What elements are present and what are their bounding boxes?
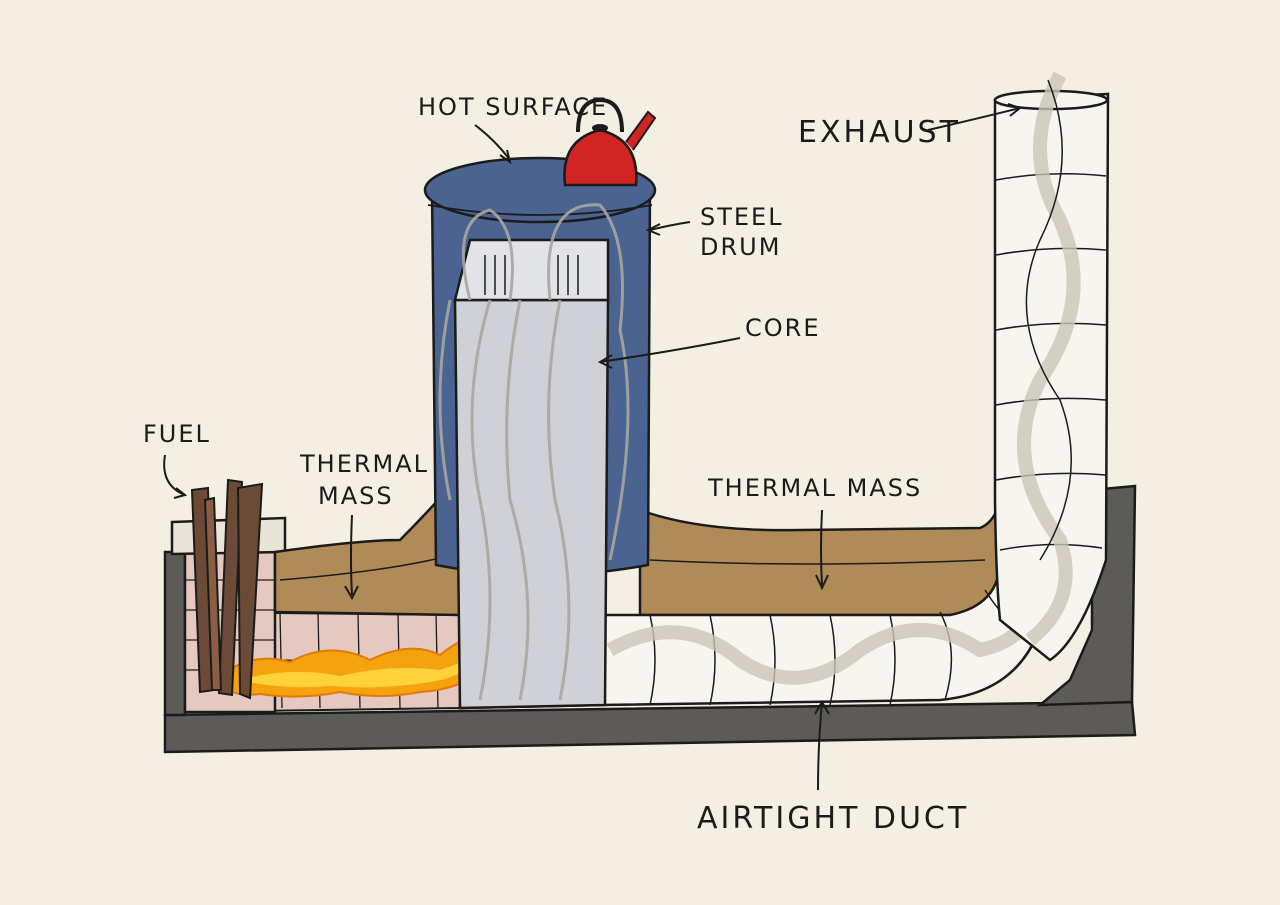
foundation-right-wall (1036, 484, 1137, 707)
core-grate (484, 255, 579, 295)
thermal-mass-left-line (279, 557, 441, 581)
thermal-mass-right-line (649, 559, 986, 565)
fuel-sticks (190, 478, 264, 700)
foundation-left-wall (163, 550, 187, 717)
core (453, 298, 610, 710)
thermal-mass-right-label: THERMAL MASS (707, 474, 922, 502)
thermal-mass-right (638, 499, 1002, 617)
core-smoke (438, 203, 630, 701)
chimney-smoke-path-2 (1025, 79, 1072, 561)
steel-drum-rim (427, 204, 653, 216)
chimney-segment-lines (995, 173, 1107, 551)
core-top (453, 238, 610, 302)
chimney-smoke-path (1017, 71, 1081, 646)
thermal-mass-left-label-line1: THERMAL (299, 450, 429, 478)
label-arrows (163, 103, 1023, 791)
exhaust-chimney (993, 92, 1110, 662)
exhaust-label: EXHAUST (798, 115, 961, 150)
duct-smoke-path (606, 588, 1047, 685)
flame-inner (240, 648, 488, 688)
hot-surface-label: HOT SURFACE (418, 93, 608, 121)
foundation-base (163, 700, 1137, 754)
thermal-mass-left (273, 496, 462, 617)
core-label: CORE (745, 314, 821, 342)
fuel-label: FUEL (143, 420, 211, 448)
steel-drum-label-line1: STEEL (700, 203, 784, 231)
steel-drum-label-line2: DRUM (700, 233, 781, 261)
airtight-duct-label: AIRTIGHT DUCT (697, 801, 969, 836)
thermal-mass-left-label-line2: MASS (318, 482, 394, 510)
kettle (563, 97, 657, 187)
